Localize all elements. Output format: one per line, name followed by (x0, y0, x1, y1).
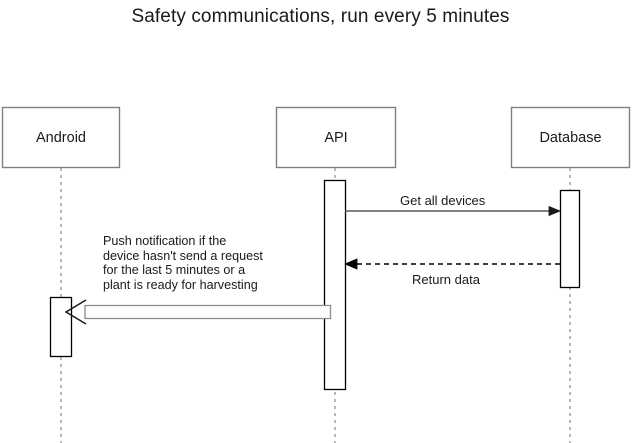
participant-box-android[interactable] (1, 106, 121, 169)
note-line-2: device hasn't send a request (103, 248, 263, 263)
participant-label-api: API (324, 130, 348, 146)
activation-bar-database[interactable] (559, 189, 581, 289)
message-arrow-get-all-devices[interactable] (345, 205, 562, 217)
message-label-push-notification: Push notification if the device hasn't s… (103, 234, 263, 292)
note-line-1: Push notification if the (103, 234, 227, 248)
participant-box-api[interactable] (275, 106, 397, 169)
activation-bars (49, 179, 581, 391)
activation-bar-api[interactable] (323, 179, 347, 391)
message-label-get-all-devices: Get all devices (400, 193, 486, 208)
participant-box-database[interactable] (510, 106, 631, 169)
message-label-return-data: Return data (412, 272, 480, 287)
note-line-4: plant is ready for harvesting (103, 277, 258, 292)
participant-boxes (1, 106, 631, 169)
note-line-3: for the last 5 minutes or a (103, 263, 246, 278)
participant-label-android: Android (36, 130, 86, 146)
activation-bar-android[interactable] (49, 296, 73, 358)
message-arrow-push-notification[interactable] (64, 299, 332, 325)
page-title: Safety communications, run every 5 minut… (131, 6, 510, 27)
participant-label-database: Database (539, 130, 602, 146)
message-arrow-return-data[interactable] (343, 258, 560, 270)
